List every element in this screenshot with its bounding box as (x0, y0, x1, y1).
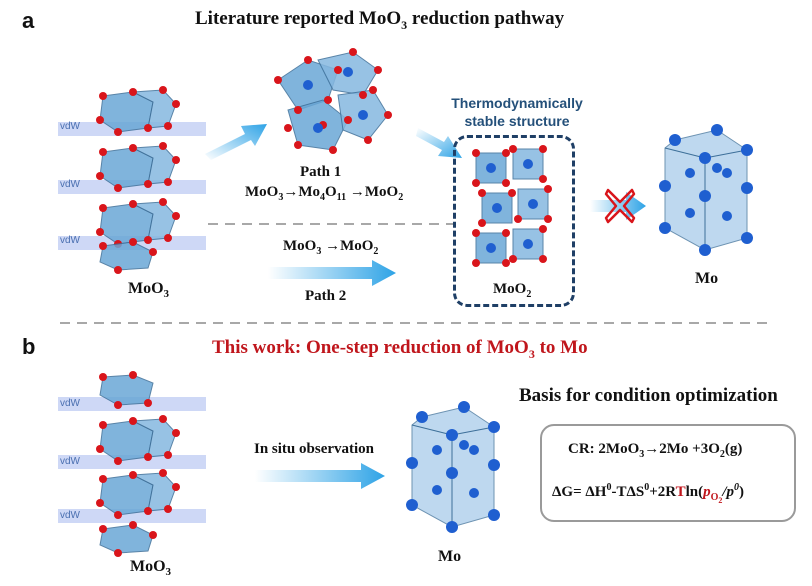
vdw-label-a3: vdW (60, 235, 80, 246)
mo-label-a: Mo (695, 270, 719, 287)
path1-to-moo2-arrow (416, 128, 462, 158)
equation-box (540, 424, 796, 522)
panel-b-title: This work: One-step reduction of MoO3 to… (212, 337, 588, 361)
cr-equation: CR: 2MoO3→2Mo +3O2(g) (568, 441, 743, 460)
path1-equation: MoO3→Mo4O11 →MoO2 (245, 184, 404, 203)
mo-label-b: Mo (438, 548, 462, 565)
panel-b-letter: b (22, 334, 36, 359)
mo-crystal-a (659, 124, 753, 256)
path2-label: Path 2 (305, 288, 347, 304)
moo3-structure-a (58, 86, 206, 274)
path2-equation: MoO3 →MoO2 (283, 238, 379, 257)
moo2-dashed-box (453, 135, 575, 307)
blocked-cross-icon (604, 188, 636, 224)
vdw-label-b2: vdW (60, 456, 80, 467)
panel-a-title: Literature reported MoO3 reduction pathw… (195, 8, 565, 32)
vdw-label-a2: vdW (60, 179, 80, 190)
path1-arrow (205, 124, 267, 160)
in-situ-arrow (255, 463, 385, 489)
path-separator-line (208, 223, 453, 225)
basis-title: Basis for condition optimization (519, 385, 778, 406)
path2-arrow (268, 260, 396, 286)
dg-equation: ΔG= ΔH0-TΔS0+2RTln(pO2/p0) (552, 482, 745, 505)
vdw-label-b3: vdW (60, 510, 80, 521)
moo3-label-a: MoO3 (128, 280, 170, 301)
vdw-label-a1: vdW (60, 121, 80, 132)
moo3-structure-b (58, 371, 206, 557)
mo-crystal-b (406, 401, 500, 533)
moo2-label: MoO2 (493, 281, 532, 300)
path1-label: Path 1 (300, 164, 342, 180)
mo4o11-structure (274, 48, 392, 154)
in-situ-label: In situ observation (254, 441, 375, 457)
panel-a-letter: a (22, 8, 35, 33)
panel-divider (60, 322, 772, 324)
moo2-structure (472, 145, 552, 267)
vdw-label-b1: vdW (60, 398, 80, 409)
blocked-arrow (590, 192, 646, 220)
moo3-label-b: MoO3 (130, 558, 172, 579)
